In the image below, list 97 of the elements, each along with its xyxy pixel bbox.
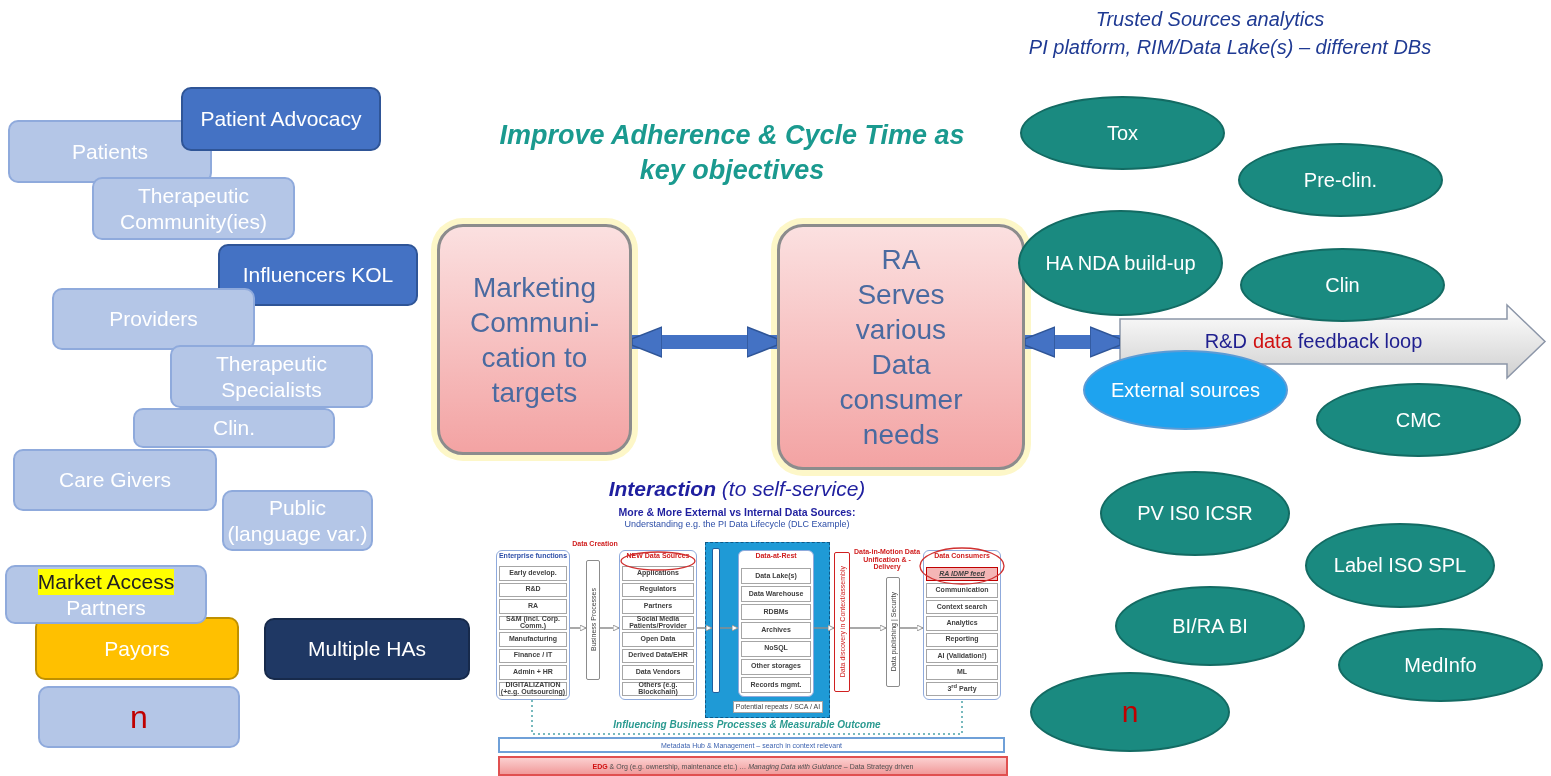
ellipse-label: Label ISO SPL <box>1333 553 1467 578</box>
list-item-box <box>499 566 567 581</box>
list-item-box <box>926 648 998 664</box>
list-item-box <box>622 632 694 647</box>
diagram-title: Improve Adherence & Cycle Time as key objectives <box>498 119 966 188</box>
list-item-box <box>741 568 811 585</box>
storage-panel <box>705 542 830 718</box>
arrow-label: R&D <box>1204 330 1247 353</box>
box-label: Public (language var.) <box>226 495 369 546</box>
list-item-box <box>741 640 811 657</box>
box-label: RA Serves various Data consumer needs <box>838 243 964 452</box>
ellipse-label: MedInfo <box>1404 652 1477 678</box>
header-note: PI platform, RIM/Data Lake(s) – different DBs <box>1027 36 1433 59</box>
box-label: Influencers KOL <box>242 262 394 288</box>
list-item-box <box>926 583 998 598</box>
box-label: Multiple HAs <box>308 637 426 661</box>
ellipse-label: n <box>1121 695 1139 729</box>
box-label: Therapeutic Community(ies) <box>119 183 268 234</box>
audience-box <box>13 449 217 511</box>
box-label: Payors <box>104 636 170 661</box>
process-bar <box>834 552 850 692</box>
list-item-box <box>926 567 998 582</box>
box-label: Marketing Communi-cation to targets <box>468 270 601 410</box>
lifecycle-column <box>496 550 570 700</box>
section-heading: Interaction (to self-service) <box>607 477 867 501</box>
list-item-box <box>926 616 998 631</box>
list-item-box <box>622 566 694 581</box>
audience-box <box>5 565 207 624</box>
ellipse-label: PV IS0 ICSR <box>1137 501 1253 526</box>
box-label: Patient Advocacy <box>200 106 362 132</box>
governance-bar <box>498 756 1008 776</box>
process-bar <box>886 577 900 687</box>
list-item-box <box>741 586 811 603</box>
edge-label: Influencing Business Processes & Measurable Outcome <box>612 718 882 730</box>
list-item-box <box>741 658 811 675</box>
audience-box <box>218 244 418 306</box>
audience-box <box>170 345 373 408</box>
subheading: Understanding e.g. the PI Data Lifecycle (DLC Example) <box>623 519 851 529</box>
box-label: Partners <box>66 594 146 620</box>
ellipse-label: BI/RA BI <box>1172 613 1248 639</box>
ellipse-label: External sources <box>1111 377 1260 403</box>
audience-box <box>181 87 381 151</box>
list-item-box <box>499 599 567 614</box>
ellipse-label: Tox <box>1106 120 1139 146</box>
audience-box <box>133 408 335 448</box>
ellipse-label: CMC <box>1395 407 1442 433</box>
process-bar <box>586 560 600 680</box>
audience-box <box>38 686 240 748</box>
list-item-box <box>926 632 998 647</box>
list-item-box <box>499 632 567 647</box>
list-item-box <box>926 681 998 696</box>
box-label: Providers <box>109 306 198 332</box>
box-label: Market Access <box>37 569 175 595</box>
list-item-box <box>622 665 694 680</box>
list-item-box <box>622 648 694 663</box>
dashed-connector <box>531 699 963 735</box>
lifecycle-column <box>619 550 697 700</box>
list-item-box <box>499 665 567 680</box>
arrow-label: data <box>1252 330 1292 353</box>
arrow <box>849 624 887 632</box>
list-item-box <box>926 665 998 680</box>
arrow <box>599 624 620 632</box>
list-item-box <box>622 615 694 630</box>
audience-box <box>52 288 255 350</box>
list-item-box <box>622 681 694 696</box>
list-item-box <box>499 615 567 630</box>
box-label: Therapeutic Specialists <box>215 351 328 402</box>
subheading: More & More External vs Internal Data Sources: <box>617 506 857 518</box>
arrow <box>696 624 713 632</box>
arrow <box>719 624 739 632</box>
ellipse-label: Clin <box>1325 272 1360 298</box>
audience-box <box>35 617 239 680</box>
list-item-box <box>622 599 694 614</box>
box-label: Patients <box>72 138 148 165</box>
list-item-box <box>741 622 811 639</box>
list-item-box <box>622 582 694 597</box>
list-item-box <box>926 599 998 615</box>
lifecycle-column <box>923 550 1001 700</box>
audience-box <box>92 177 295 240</box>
header-note: Trusted Sources analytics <box>1094 8 1326 31</box>
list-item-box <box>499 648 567 663</box>
box-label: n <box>130 698 148 736</box>
ellipse-label: Pre-clin. <box>1303 167 1378 193</box>
box-label: Clin. <box>213 415 255 441</box>
arrow <box>813 624 835 632</box>
ellipse-label: HA NDA build-up <box>1045 250 1196 276</box>
box-label: Care Givers <box>59 467 171 493</box>
arrow-label: feedback loop <box>1297 330 1423 353</box>
list-item-box <box>741 604 811 621</box>
list-item-box <box>499 582 567 597</box>
arrow <box>569 624 587 632</box>
lifecycle-column <box>738 550 814 697</box>
metadata-bar <box>498 737 1005 753</box>
list-item-box <box>741 676 811 693</box>
process-bar <box>712 548 720 693</box>
arrow <box>899 624 924 632</box>
authority-box <box>264 618 470 680</box>
